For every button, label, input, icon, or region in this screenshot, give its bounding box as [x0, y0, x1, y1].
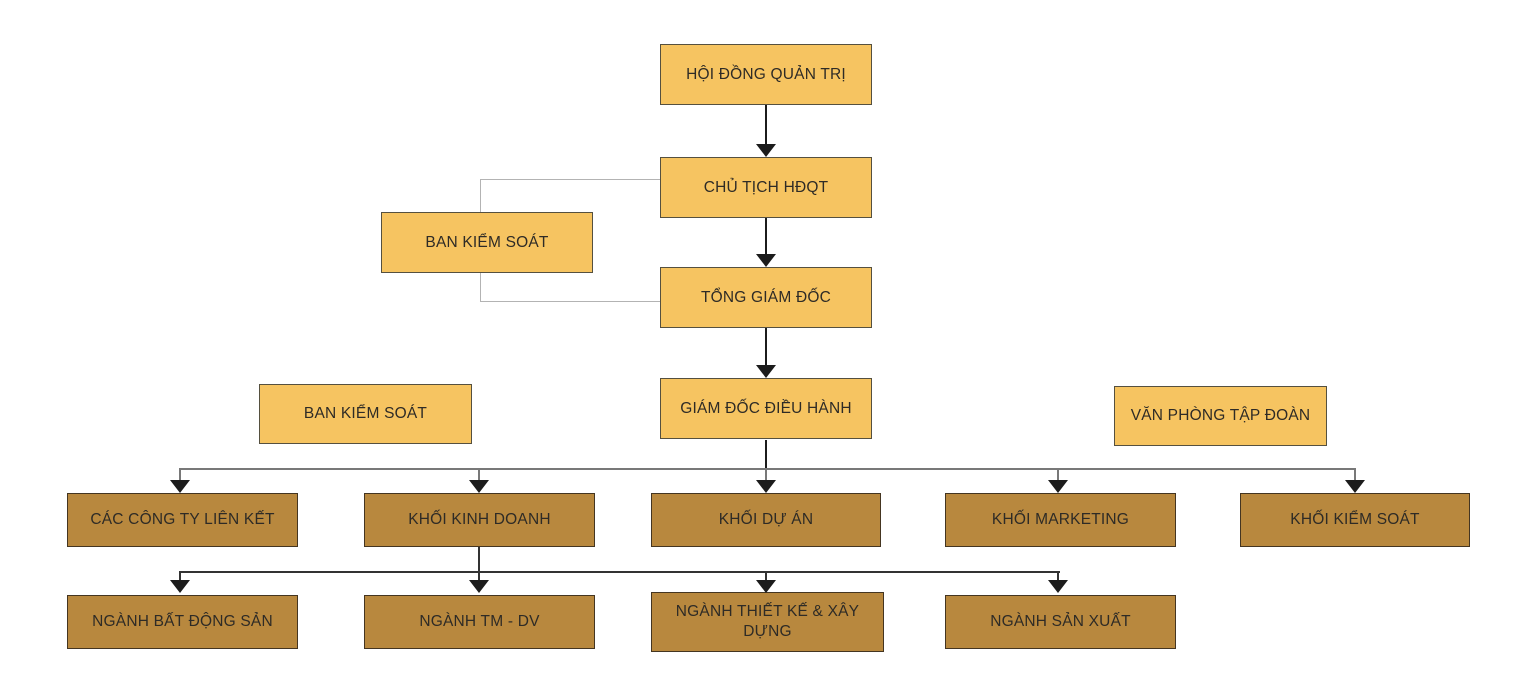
node-label: GIÁM ĐỐC ĐIỀU HÀNH	[680, 399, 852, 417]
node-label: NGÀNH BẤT ĐỘNG SẢN	[92, 613, 273, 630]
arrowhead-tm-dv	[469, 580, 489, 593]
division-rail	[179, 468, 1356, 470]
sector-stem-3	[765, 571, 767, 581]
node-khoi-kinh-doanh: KHỐI KINH DOANH	[364, 493, 595, 547]
node-ban-kiem-soat-lower: BAN KIỂM SOÁT	[259, 384, 472, 444]
arrowhead-bat-dong-san	[170, 580, 190, 593]
node-khoi-marketing: KHỐI MARKETING	[945, 493, 1176, 547]
connector-chairman-ceo	[765, 218, 767, 255]
node-label: NGÀNH THIẾT KẾ & XÂY DỰNG	[675, 602, 860, 640]
node-chu-tich-hdqt: CHỦ TỊCH HĐQT	[660, 157, 872, 218]
division-stem-3	[765, 468, 767, 481]
node-nganh-san-xuat: NGÀNH SẢN XUẤT	[945, 595, 1176, 649]
division-stem-4	[1057, 468, 1059, 481]
node-label: TỔNG GIÁM ĐỐC	[700, 288, 832, 306]
node-nganh-bat-dong-san: NGÀNH BẤT ĐỘNG SẢN	[67, 595, 298, 649]
arrowhead-marketing	[1048, 480, 1068, 493]
node-nganh-thiet-ke-xay-dung: NGÀNH THIẾT KẾ & XÂY DỰNG	[651, 592, 884, 652]
node-label: KHỐI KINH DOANH	[408, 511, 551, 528]
node-label: VĂN PHÒNG TẬP ĐOÀN	[1130, 407, 1311, 424]
node-khoi-du-an: KHỐI DỰ ÁN	[651, 493, 881, 547]
arrowhead-san-xuat	[1048, 580, 1068, 593]
node-label: NGÀNH TM - DV	[419, 613, 540, 630]
arrowhead-thiet-ke	[756, 580, 776, 593]
bracket-line-top	[480, 179, 661, 180]
connector-kinhdoanh-rail	[478, 547, 480, 572]
node-hoi-dong-quan-tri: HỘI ĐỒNG QUẢN TRỊ	[660, 44, 872, 105]
connector-board-chairman	[765, 105, 767, 145]
node-khoi-kiem-soat: KHỐI KIỂM SOÁT	[1240, 493, 1470, 547]
node-label: KHỐI MARKETING	[991, 511, 1130, 528]
arrowhead-ceo	[756, 254, 776, 267]
arrowhead-du-an	[756, 480, 776, 493]
node-ban-kiem-soat-upper: BAN KIỂM SOÁT	[381, 212, 593, 273]
division-stem-5	[1354, 468, 1356, 481]
node-label: CÁC CÔNG TY LIÊN KẾT	[90, 511, 275, 528]
node-label: BAN KIỂM SOÁT	[303, 405, 428, 422]
division-stem-2	[478, 468, 480, 481]
sector-stem-1	[179, 571, 181, 581]
node-label: KHỐI KIỂM SOÁT	[1290, 511, 1420, 528]
arrowhead-coo	[756, 365, 776, 378]
arrowhead-chairman	[756, 144, 776, 157]
sector-rail	[179, 571, 1060, 573]
division-stem-1	[179, 468, 181, 481]
arrowhead-kinh-doanh	[469, 480, 489, 493]
node-tong-giam-doc: TỔNG GIÁM ĐỐC	[660, 267, 872, 328]
arrowhead-lien-ket	[170, 480, 190, 493]
connector-coo-rail	[765, 440, 767, 469]
node-nganh-tm-dv: NGÀNH TM - DV	[364, 595, 595, 649]
node-label: HỘI ĐỒNG QUẢN TRỊ	[686, 65, 846, 83]
node-van-phong-tap-doan: VĂN PHÒNG TẬP ĐOÀN	[1114, 386, 1327, 446]
node-label: KHỐI DỰ ÁN	[718, 511, 814, 528]
sector-stem-2	[478, 571, 480, 581]
node-cac-cong-ty-lien-ket: CÁC CÔNG TY LIÊN KẾT	[67, 493, 298, 547]
bracket-line-bottom	[480, 301, 661, 302]
node-label: CHỦ TỊCH HĐQT	[703, 178, 829, 196]
node-giam-doc-dieu-hanh: GIÁM ĐỐC ĐIỀU HÀNH	[660, 378, 872, 439]
node-label: NGÀNH SẢN XUẤT	[990, 613, 1131, 630]
connector-ceo-coo	[765, 328, 767, 366]
arrowhead-kiem-soat	[1345, 480, 1365, 493]
sector-stem-4	[1057, 571, 1059, 581]
node-label: BAN KIỂM SOÁT	[425, 233, 549, 251]
